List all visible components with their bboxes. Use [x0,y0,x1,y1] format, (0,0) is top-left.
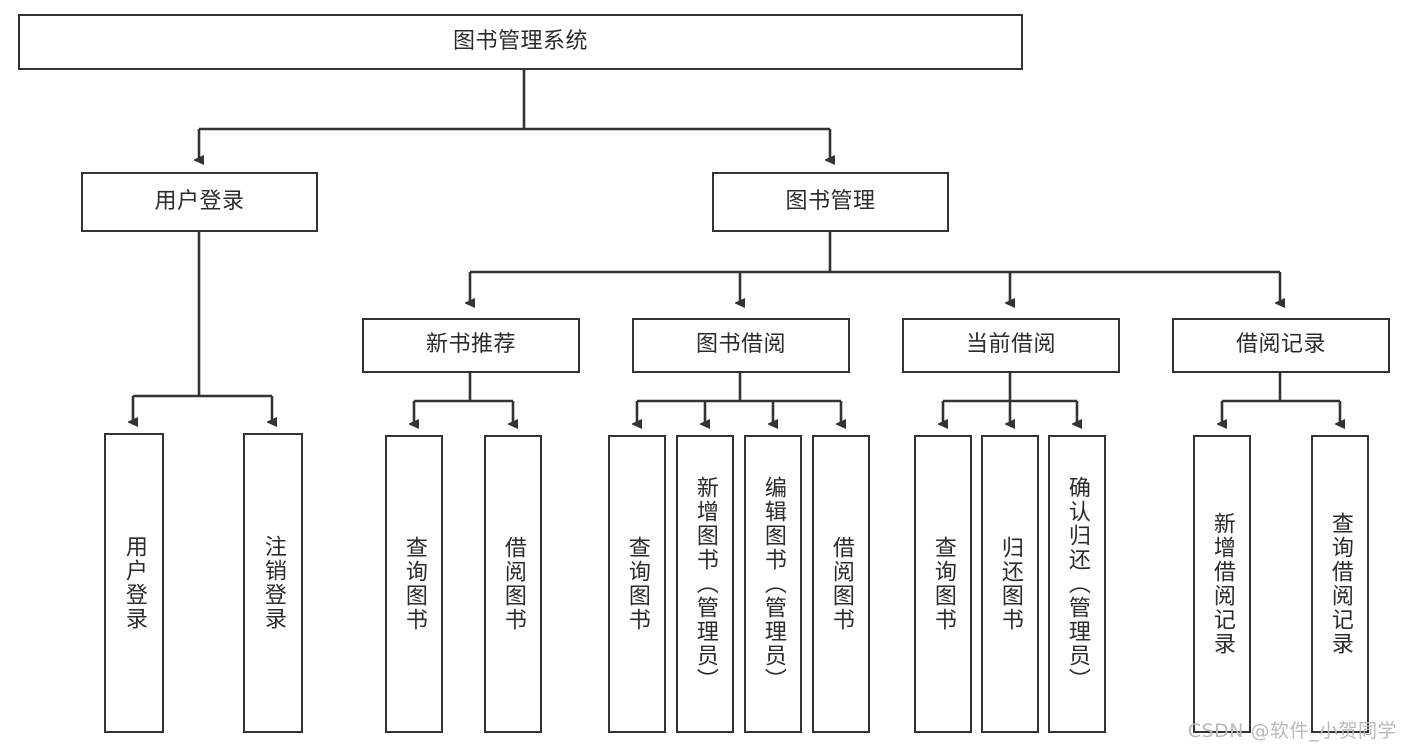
node-root-label: 图书管理系统 [452,28,588,54]
leaf-add-book[interactable]: 新增图书（管理员） [676,435,734,733]
node-book-management-label: 图书管理 [785,188,876,214]
node-book-management[interactable]: 图书管理 [712,172,949,232]
leaf-borrow-book-2[interactable]: 借阅图书 [812,435,870,733]
node-book-borrow-label: 图书借阅 [695,332,786,358]
leaf-query-book-1-label: 查询图书 [401,536,427,632]
leaf-query-borrow-record-label: 查询借阅记录 [1327,512,1353,656]
leaf-add-borrow-record-label: 新增借阅记录 [1209,512,1235,656]
node-book-borrow[interactable]: 图书借阅 [632,318,850,373]
leaf-user-login-label: 用户登录 [121,535,147,631]
node-current-borrow-label: 当前借阅 [965,332,1056,358]
leaf-edit-book-label: 编辑图书（管理员） [760,476,786,692]
leaf-query-borrow-record[interactable]: 查询借阅记录 [1311,435,1369,733]
leaf-add-book-label: 新增图书（管理员） [692,476,718,692]
leaf-query-book-3[interactable]: 查询图书 [914,435,972,733]
leaf-query-book-2[interactable]: 查询图书 [608,435,666,733]
leaf-return-book[interactable]: 归还图书 [981,435,1039,733]
leaf-logout-label: 注销登录 [260,535,286,631]
node-user-login-label: 用户登录 [154,188,245,214]
leaf-borrow-book-1-label: 借阅图书 [500,536,526,632]
leaf-confirm-return-label: 确认归还（管理员） [1064,476,1090,692]
node-user-login[interactable]: 用户登录 [81,172,318,232]
node-new-book-recommend-label: 新书推荐 [425,332,516,358]
leaf-query-book-3-label: 查询图书 [930,536,956,632]
leaf-edit-book[interactable]: 编辑图书（管理员） [744,435,802,733]
leaf-query-book-1[interactable]: 查询图书 [385,435,443,733]
node-root[interactable]: 图书管理系统 [18,14,1023,70]
leaf-user-login[interactable]: 用户登录 [104,433,164,733]
csdn-watermark: CSDN @软件_小贺同学 [1187,720,1397,742]
leaf-confirm-return[interactable]: 确认归还（管理员） [1048,435,1106,733]
node-borrow-records[interactable]: 借阅记录 [1172,318,1390,373]
node-current-borrow[interactable]: 当前借阅 [902,318,1120,373]
leaf-query-book-2-label: 查询图书 [624,536,650,632]
leaf-borrow-book-1[interactable]: 借阅图书 [484,435,542,733]
node-new-book-recommend[interactable]: 新书推荐 [362,318,580,373]
leaf-add-borrow-record[interactable]: 新增借阅记录 [1193,435,1251,733]
node-borrow-records-label: 借阅记录 [1235,332,1326,358]
leaf-borrow-book-2-label: 借阅图书 [828,536,854,632]
leaf-logout[interactable]: 注销登录 [243,433,303,733]
leaf-return-book-label: 归还图书 [997,536,1023,632]
